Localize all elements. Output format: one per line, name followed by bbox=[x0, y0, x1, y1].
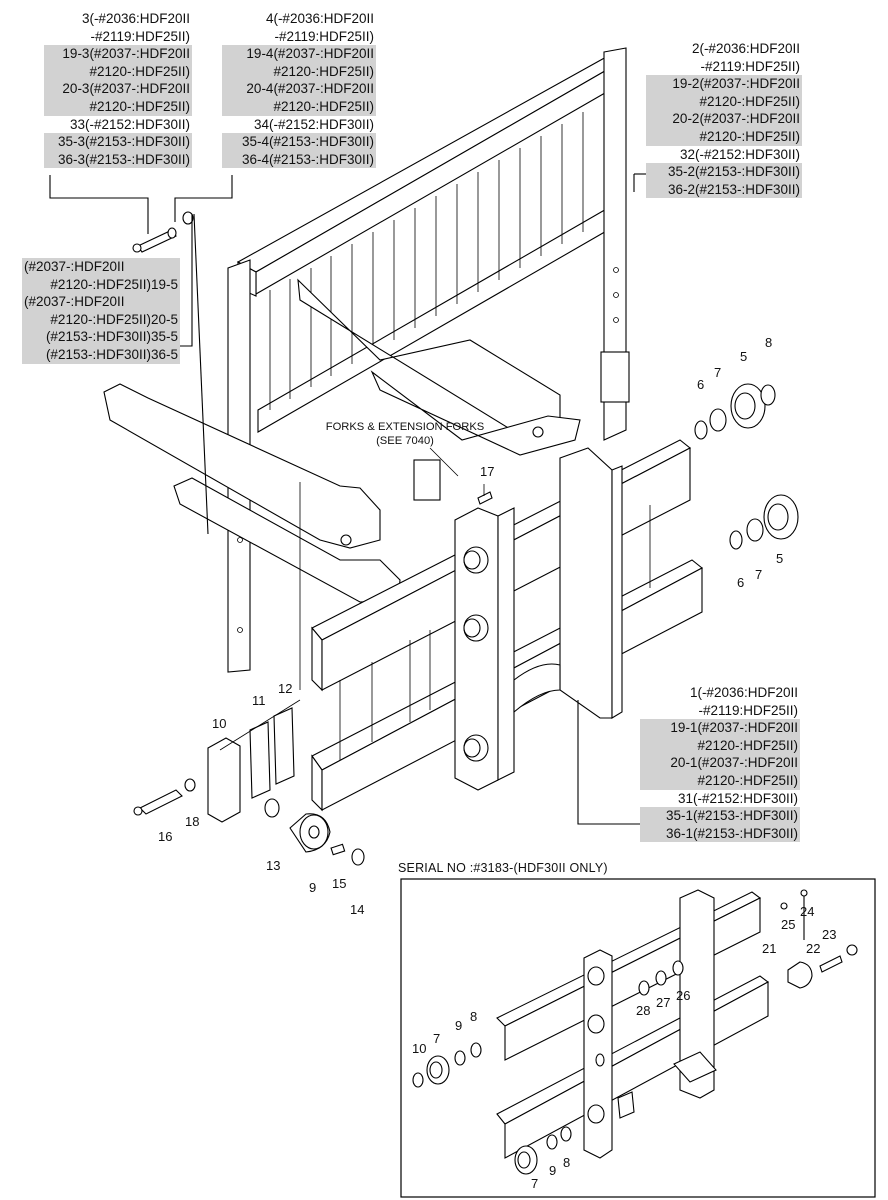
inset-part-number-9: 9 bbox=[549, 1163, 557, 1178]
callout-part-5-variants: (#2037-:HDF20II #2120-:HDF25II)19-5 (#20… bbox=[22, 258, 180, 364]
part-number-10: 10 bbox=[212, 716, 227, 731]
part-number-16: 16 bbox=[158, 829, 173, 844]
part-number-17: 17 bbox=[480, 464, 495, 479]
part-number-7: 7 bbox=[755, 567, 763, 582]
inset-part-number-10: 10 bbox=[412, 1041, 427, 1056]
inset-part-number-23: 23 bbox=[822, 927, 837, 942]
inset-part-number-28: 28 bbox=[636, 1003, 651, 1018]
part-number-12: 12 bbox=[278, 681, 293, 696]
inset-part-number-24: 24 bbox=[800, 904, 815, 919]
callout-part-4: 4(-#2036:HDF20II -#2119:HDF25II) 19-4(#2… bbox=[222, 10, 376, 169]
inset-part-number-8: 8 bbox=[470, 1009, 478, 1024]
forks bbox=[103, 278, 630, 603]
forks-note-line-2: (SEE 7040) bbox=[376, 435, 434, 447]
roller-parts-right bbox=[694, 383, 799, 550]
inset-part-number-27: 27 bbox=[656, 995, 671, 1010]
callout-part-1: 1(-#2036:HDF20II -#2119:HDF25II) 19-1(#2… bbox=[640, 684, 800, 843]
part-number-11: 11 bbox=[252, 693, 266, 708]
serial-note: SERIAL NO :#3183-(HDF30II ONLY) bbox=[398, 861, 608, 875]
inset-part-number-7: 7 bbox=[433, 1031, 441, 1046]
inset-part-number-26: 26 bbox=[676, 988, 691, 1003]
leader-lines bbox=[49, 173, 646, 825]
part-number-8: 8 bbox=[765, 335, 773, 350]
carriage bbox=[311, 439, 703, 812]
inset-frame bbox=[400, 878, 876, 1198]
part-number-5: 5 bbox=[740, 349, 748, 364]
inset-part-number-9: 9 bbox=[455, 1018, 463, 1033]
stopper-parts bbox=[132, 211, 493, 866]
inset-part-number-8: 8 bbox=[563, 1155, 571, 1170]
inset-part-number-7: 7 bbox=[531, 1176, 539, 1191]
part-number-7: 7 bbox=[714, 365, 722, 380]
callout-part-2: 2(-#2036:HDF20II -#2119:HDF25II) 19-2(#2… bbox=[646, 40, 802, 199]
part-number-9: 9 bbox=[309, 880, 317, 895]
part-number-6: 6 bbox=[737, 575, 745, 590]
load-backrest bbox=[227, 47, 627, 673]
part-number-6: 6 bbox=[697, 377, 705, 392]
forks-note: FORKS & EXTENSION FORKS (SEE 7040) bbox=[316, 420, 494, 448]
inset-part-number-22: 22 bbox=[806, 941, 821, 956]
callout-part-3: 3(-#2036:HDF20II -#2119:HDF25II) 19-3(#2… bbox=[44, 10, 192, 169]
inset-part-number-21: 21 bbox=[762, 941, 777, 956]
inset-part-number-25: 25 bbox=[781, 917, 796, 932]
part-number-13: 13 bbox=[266, 858, 281, 873]
part-number-18: 18 bbox=[185, 814, 200, 829]
forks-note-line-1: FORKS & EXTENSION FORKS bbox=[325, 421, 485, 433]
part-number-15: 15 bbox=[332, 876, 347, 891]
part-number-5: 5 bbox=[776, 551, 784, 566]
part-number-14: 14 bbox=[350, 902, 365, 917]
